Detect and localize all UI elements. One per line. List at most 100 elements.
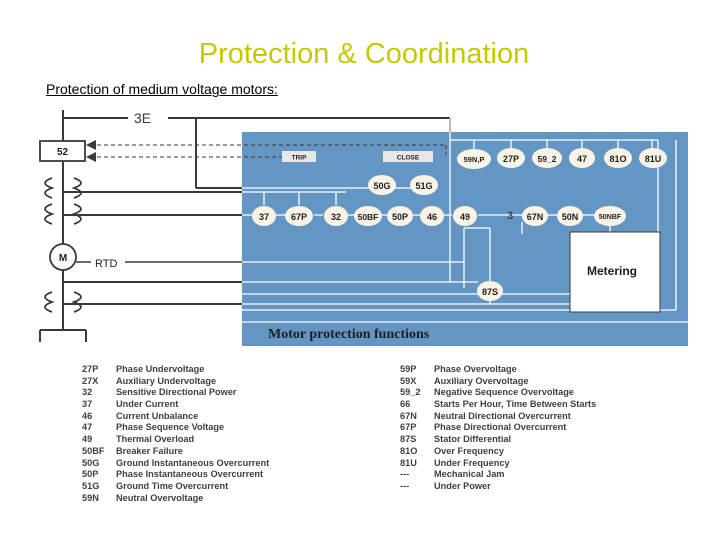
function-code: 50NBF	[599, 214, 622, 221]
function-node	[604, 148, 632, 168]
legend-code: 50BF	[82, 445, 105, 456]
legend-desc: Starts Per Hour, Time Between Starts	[434, 399, 597, 410]
function-code: 50N	[562, 212, 579, 222]
current-junction-label: 3	[507, 210, 513, 222]
legend-desc: Under Frequency	[434, 457, 510, 468]
function-node	[569, 148, 595, 168]
pt-symbol-bg	[128, 110, 168, 126]
legend-desc: Auxiliary Overvoltage	[434, 375, 529, 386]
function-code: 51G	[415, 181, 432, 191]
page-subtitle: Protection of medium voltage motors:	[46, 81, 278, 97]
legend-desc: Sensitive Directional Power	[116, 387, 237, 398]
function-code: 67N	[527, 212, 544, 222]
legend-row: 27X Auxiliary Undervoltage	[82, 376, 269, 388]
function-node	[252, 206, 276, 226]
function-node	[522, 206, 548, 226]
legend-desc: Under Power	[434, 480, 491, 491]
motor-label: M	[59, 253, 67, 264]
legend-desc: Current Unbalance	[116, 410, 199, 421]
function-node	[457, 149, 491, 169]
function-node	[639, 148, 667, 168]
function-code: 50BF	[358, 212, 379, 222]
function-code: 59_2	[538, 154, 557, 164]
legend-row: 37 Under Current	[82, 399, 269, 411]
legend-row: --- Mechanical Jam	[400, 469, 596, 481]
metering-label: Metering	[587, 264, 637, 278]
legend-desc: Stator Differential	[434, 434, 512, 445]
close-arrow	[86, 140, 96, 150]
directional-row-functions: 67N 50N 50NBF	[522, 206, 626, 226]
main-row-functions: 37 67P 32 50BF 50P 46 49	[252, 206, 477, 226]
legend-desc: Over Frequency	[434, 445, 504, 456]
function-code: 50P	[392, 212, 408, 222]
legend-code: 59N	[82, 492, 99, 503]
function-node	[594, 206, 626, 226]
legend-row: --- Under Power	[400, 481, 596, 493]
legend-code: 59_2	[400, 387, 421, 398]
legend-code: ---	[400, 480, 410, 491]
trip-arrow	[86, 152, 96, 162]
function-code: 32	[331, 212, 341, 222]
legend-row: 81U Under Frequency	[400, 458, 596, 470]
function-node	[368, 175, 396, 195]
function-node	[324, 206, 348, 226]
close-label-box	[383, 151, 433, 162]
legend-code: 27X	[82, 375, 99, 386]
legend-code: 59X	[400, 375, 417, 386]
function-node	[532, 148, 562, 168]
legend-code: 32	[82, 387, 93, 398]
legend-code: 37	[82, 399, 93, 410]
legend-desc: Neutral Directional Overcurrent	[434, 410, 571, 421]
rtd-label: RTD	[95, 258, 117, 270]
legend-desc: Negative Sequence Overvoltage	[434, 387, 574, 398]
function-code: 47	[577, 154, 587, 164]
legend-row: 67N Neutral Directional Overcurrent	[400, 411, 596, 423]
motor-symbol	[49, 243, 77, 271]
function-code: 81O	[609, 154, 626, 164]
function-code: 37	[259, 212, 269, 222]
legend-row: 27P Phase Undervoltage	[82, 364, 269, 376]
legend-desc: Phase Overvoltage	[434, 364, 517, 374]
legend-row: 87S Stator Differential	[400, 434, 596, 446]
legend-desc: Phase Sequence Voltage	[116, 422, 225, 433]
panel-title: Motor protection functions	[268, 327, 430, 342]
page-title: Protection & Coordination	[198, 38, 530, 70]
function-code: 59N,P	[464, 155, 485, 164]
function-node	[354, 206, 382, 226]
function-code: 46	[427, 212, 437, 222]
legend-code: 81U	[400, 457, 417, 468]
function-code: 27P	[503, 154, 519, 164]
metering-box	[569, 231, 661, 313]
pt-symbol: 3E	[134, 110, 151, 126]
function-code: 49	[460, 212, 470, 222]
legend-row: 50BF Breaker Failure	[82, 446, 269, 458]
legend-desc: Breaker Failure	[116, 445, 183, 456]
legend-desc: Ground Instantaneous Overcurrent	[116, 457, 270, 468]
legend-left: 27P Phase Undervoltage 27X Auxiliary Under…	[82, 364, 269, 504]
legend-code: 87S	[400, 434, 417, 445]
legend-desc: Auxiliary Undervoltage	[116, 375, 217, 386]
function-node	[285, 206, 313, 226]
legend-desc: Phase Instantaneous Overcurrent	[116, 469, 264, 480]
legend-desc: Mechanical Jam	[434, 469, 505, 480]
legend-code: ---	[400, 469, 410, 480]
legend-desc: Under Current	[116, 399, 179, 410]
legend-code: 27P	[82, 364, 99, 374]
trip-label-box	[282, 151, 316, 162]
control-lines	[90, 144, 447, 158]
close-label: CLOSE	[397, 155, 420, 162]
legend-desc: Phase Undervoltage	[116, 364, 205, 374]
legend-code: 67N	[400, 410, 417, 421]
ground-row-functions: 50G 51G	[368, 175, 438, 195]
